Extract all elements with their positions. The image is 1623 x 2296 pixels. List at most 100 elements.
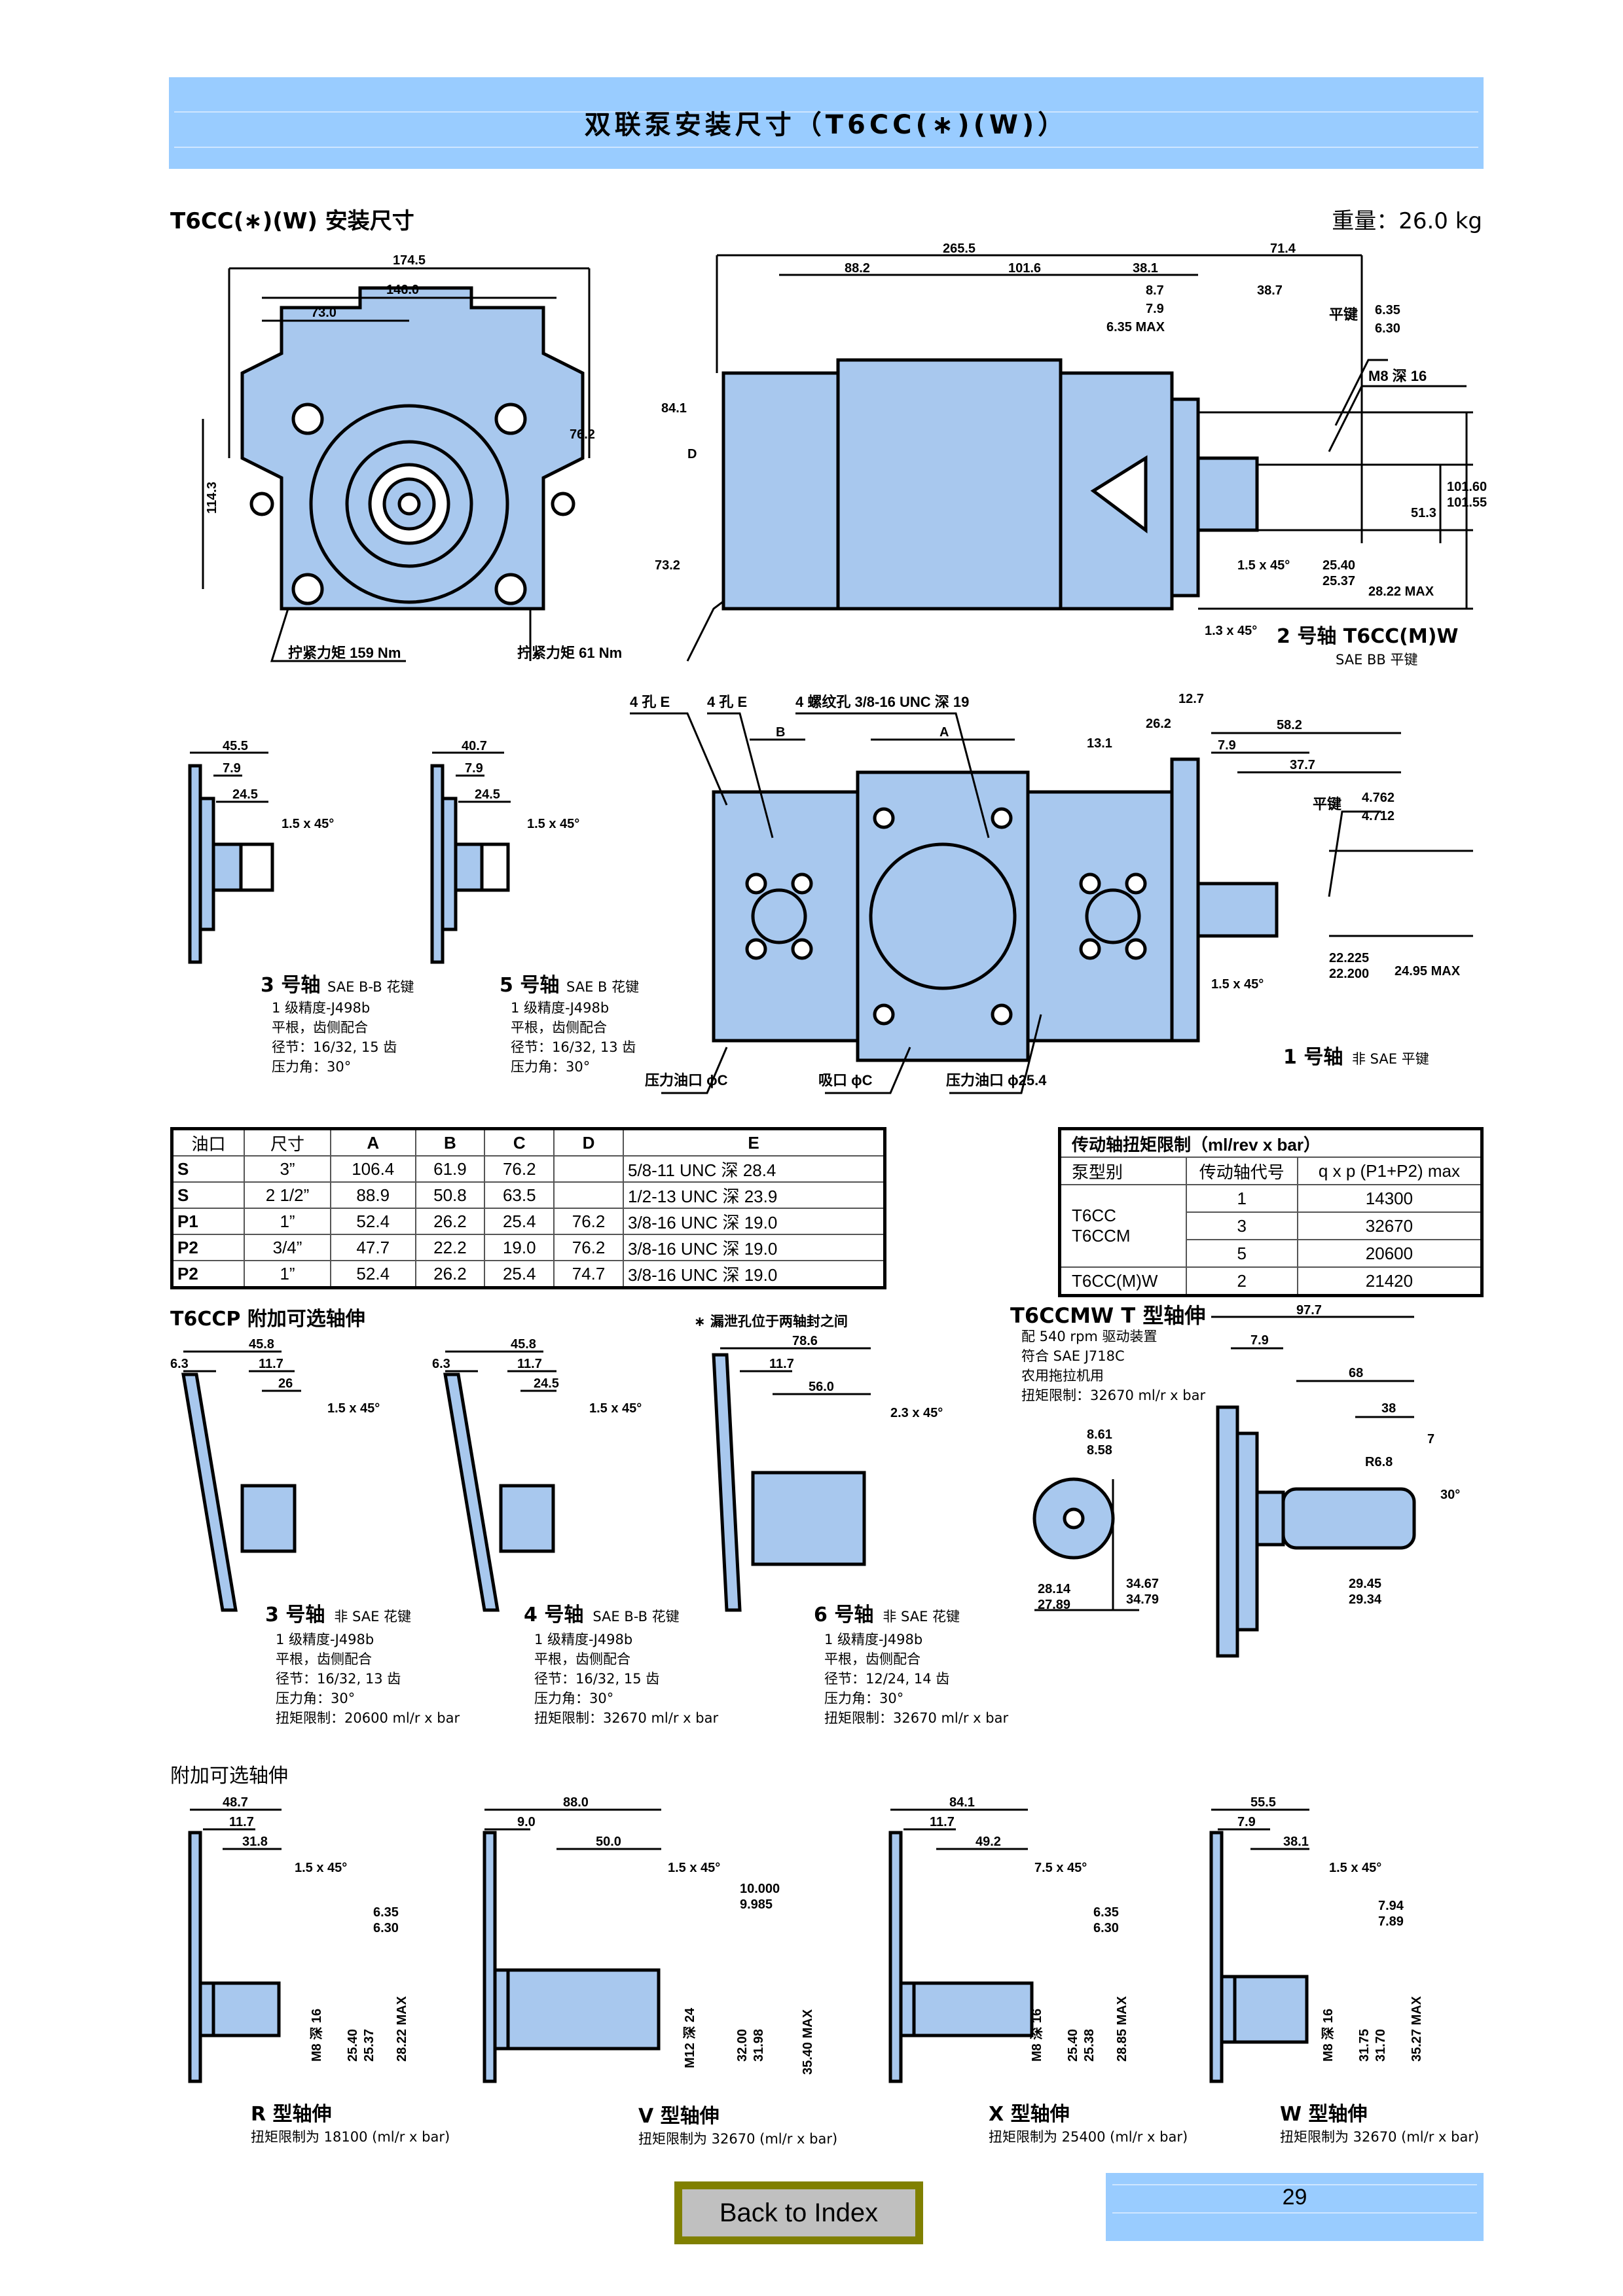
shaft-v-torque: 扭矩限制为 32670 (ml/r x bar) (638, 2131, 838, 2147)
dim-r-m8: M8 深 16 (309, 2009, 324, 2062)
cell: 76.2 (553, 1234, 624, 1261)
dim-38: 38 (1381, 1401, 1396, 1416)
dim-101-55: 101.55 (1447, 495, 1487, 510)
t6ccp-shaft-6-title: 6 号轴 (814, 1604, 874, 1626)
cell: 50.8 (414, 1181, 486, 1209)
dim-22-200: 22.200 (1329, 967, 1369, 981)
dim-v-10-000: 10.000 (740, 1882, 780, 1896)
dim-45-8-b: 45.8 (511, 1337, 536, 1352)
dim-v-31-98: 31.98 (752, 2029, 766, 2062)
t6ccp-shaft-6-caption: 6 号轴非 SAE 花键 1 级精度-J498b 平根，齿侧配合 径节：12/2… (814, 1602, 1008, 1728)
dim-x-m8: M8 深 16 (1029, 2009, 1044, 2062)
shaft-1-title: 1 号轴 (1283, 1046, 1343, 1069)
dim-x-49-2: 49.2 (976, 1835, 1001, 1849)
t6ccp-line: 1 级精度-J498b (534, 1632, 633, 1647)
back-to-index-button[interactable]: Back to Index (674, 2181, 923, 2244)
table-row: T6CC(M)W 2 21420 (1059, 1266, 1483, 1297)
dim-12-7: 12.7 (1178, 692, 1204, 706)
cell: 1/2-13 UNC 深 23.9 (622, 1181, 886, 1209)
dim-r-6-35: 6.35 (373, 1905, 399, 1920)
cell: T6CC(M)W (1059, 1266, 1187, 1297)
shaft-5-line: 压力角：30° (511, 1059, 590, 1075)
shaft-3-line: 1 级精度-J498b (272, 1000, 370, 1016)
dim-r-48-7: 48.7 (223, 1795, 248, 1810)
t6ccp-shaft-3-title: 3 号轴 (265, 1604, 325, 1626)
shaft-r-caption: R 型轴伸 扭矩限制为 18100 (ml/r x bar) (251, 2098, 450, 2146)
top-drawings: 174.5 146.0 73.0 114.3 76.2 73.2 拧紧力矩 15… (202, 242, 1487, 668)
shaft-w-title: W 型轴伸 (1280, 2103, 1368, 2126)
cell: 5/8-11 UNC 深 28.4 (622, 1155, 886, 1183)
cell: 21420 (1296, 1266, 1483, 1297)
dim-w-7-89: 7.89 (1378, 1914, 1404, 1929)
key-lower-mid: 4.712 (1362, 809, 1395, 823)
t6ccmw-spline (1281, 1487, 1416, 1550)
t6ccp-shaft-b (499, 1484, 555, 1553)
key-lower-top: 6.30 (1375, 321, 1400, 336)
shaft-3-title: 3 号轴 (261, 974, 320, 997)
shaft-5-drawing (430, 764, 510, 964)
back-to-index-label[interactable]: Back to Index (682, 2189, 915, 2236)
table-row: 3 32670 (1060, 1211, 1483, 1240)
dim-b-1: B (776, 725, 785, 740)
t6ccp-line: 压力角：30° (276, 1691, 356, 1706)
dim-r-11-7: 11.7 (229, 1815, 254, 1829)
cell: 63.5 (484, 1181, 555, 1209)
t6ccmw-drawing: 97.7 7.9 68 38 7 R6.8 30° 8.61 8.58 28.1… (1032, 1303, 1460, 1658)
cell: P2 (171, 1260, 246, 1289)
t6ccp-drawings: 45.8 6.3 11.7 26 1.5 x 45° 45.8 6.3 11.7… (170, 1335, 943, 1612)
cell: 52.4 (329, 1208, 416, 1235)
dim-1-5x45-a: 1.5 x 45° (282, 817, 334, 831)
t6ccp-line: 压力角：30° (534, 1691, 614, 1706)
hole-e-label-2: 4 孔 E (707, 694, 747, 710)
cell: S (171, 1155, 246, 1183)
dim-v-88-0: 88.0 (563, 1795, 589, 1810)
t6ccmw-flange (1216, 1405, 1239, 1658)
optional-title: 附加可选轴伸 (170, 1765, 288, 1787)
dim-1-5x45-c: 1.5 x 45° (1211, 977, 1264, 992)
t6ccp-line: 压力角：30° (824, 1691, 904, 1706)
shaft-w-caption: W 型轴伸 扭矩限制为 32670 (ml/r x bar) (1280, 2098, 1479, 2146)
dim-v-9-0: 9.0 (517, 1815, 536, 1829)
t6ccp-shaft-3-caption: 3 号轴非 SAE 花键 1 级精度-J498b 平根，齿侧配合 径节：16/3… (265, 1602, 460, 1728)
ports-header-port: 油口 (171, 1128, 246, 1157)
cell: 3 (1185, 1211, 1298, 1240)
dim-x-6-35: 6.35 (1093, 1905, 1119, 1920)
torque-group-label-2: T6CCM (1072, 1226, 1131, 1246)
dim-146-0: 146.0 (386, 283, 419, 297)
torque-header-shaft: 传动轴代号 (1185, 1157, 1298, 1185)
cell: 32670 (1296, 1211, 1483, 1240)
cell: 25.4 (484, 1260, 555, 1289)
dim-r-31-8: 31.8 (242, 1835, 268, 1849)
t6ccmw-notes: 配 540 rpm 驱动装置 符合 SAE J718C 农用拖拉机用 扭矩限制：… (1021, 1327, 1205, 1405)
shaft-x-title: X 型轴伸 (989, 2103, 1070, 2126)
shaft-v-drawing: 88.0 9.0 50.0 1.5 x 45° 10.000 9.985 M12… (483, 1795, 815, 2083)
t6ccp-torque-limit: 扭矩限制：32670 ml/r x bar (534, 1710, 719, 1726)
ports-header-b: B (414, 1128, 486, 1157)
dim-56-0: 56.0 (809, 1380, 834, 1394)
header-rule-top (174, 111, 1478, 113)
cell: 25.4 (484, 1208, 555, 1235)
shaft-w-torque: 扭矩限制为 32670 (ml/r x bar) (1280, 2129, 1480, 2145)
dim-73-2: 73.2 (655, 558, 680, 573)
dim-w-35-27: 35.27 MAX (1410, 1996, 1424, 2062)
cell: 3/8-16 UNC 深 19.0 (622, 1208, 886, 1235)
dim-6-35-max: 6.35 MAX (1106, 320, 1165, 334)
shaft-3-line: 径节：16/32, 15 齿 (272, 1039, 397, 1055)
t6ccp-line: 平根，齿侧配合 (534, 1651, 630, 1667)
top-view-pump (712, 757, 1279, 1062)
dim-24-5-a: 24.5 (232, 787, 258, 802)
dim-51-3: 51.3 (1411, 506, 1436, 520)
shaft-5-line: 平根，齿侧配合 (511, 1020, 607, 1035)
shaft-x-torque: 扭矩限制为 25400 (ml/r x bar) (989, 2129, 1188, 2145)
dim-24-5-b: 24.5 (475, 787, 500, 802)
ports-table-header: 油口 尺寸 A B C D E (171, 1128, 886, 1157)
dim-30-deg: 30° (1440, 1488, 1460, 1502)
dim-34-67: 34.67 (1126, 1577, 1159, 1591)
dim-97-7: 97.7 (1296, 1303, 1322, 1318)
torque-group-label-1: T6CC (1072, 1206, 1116, 1225)
